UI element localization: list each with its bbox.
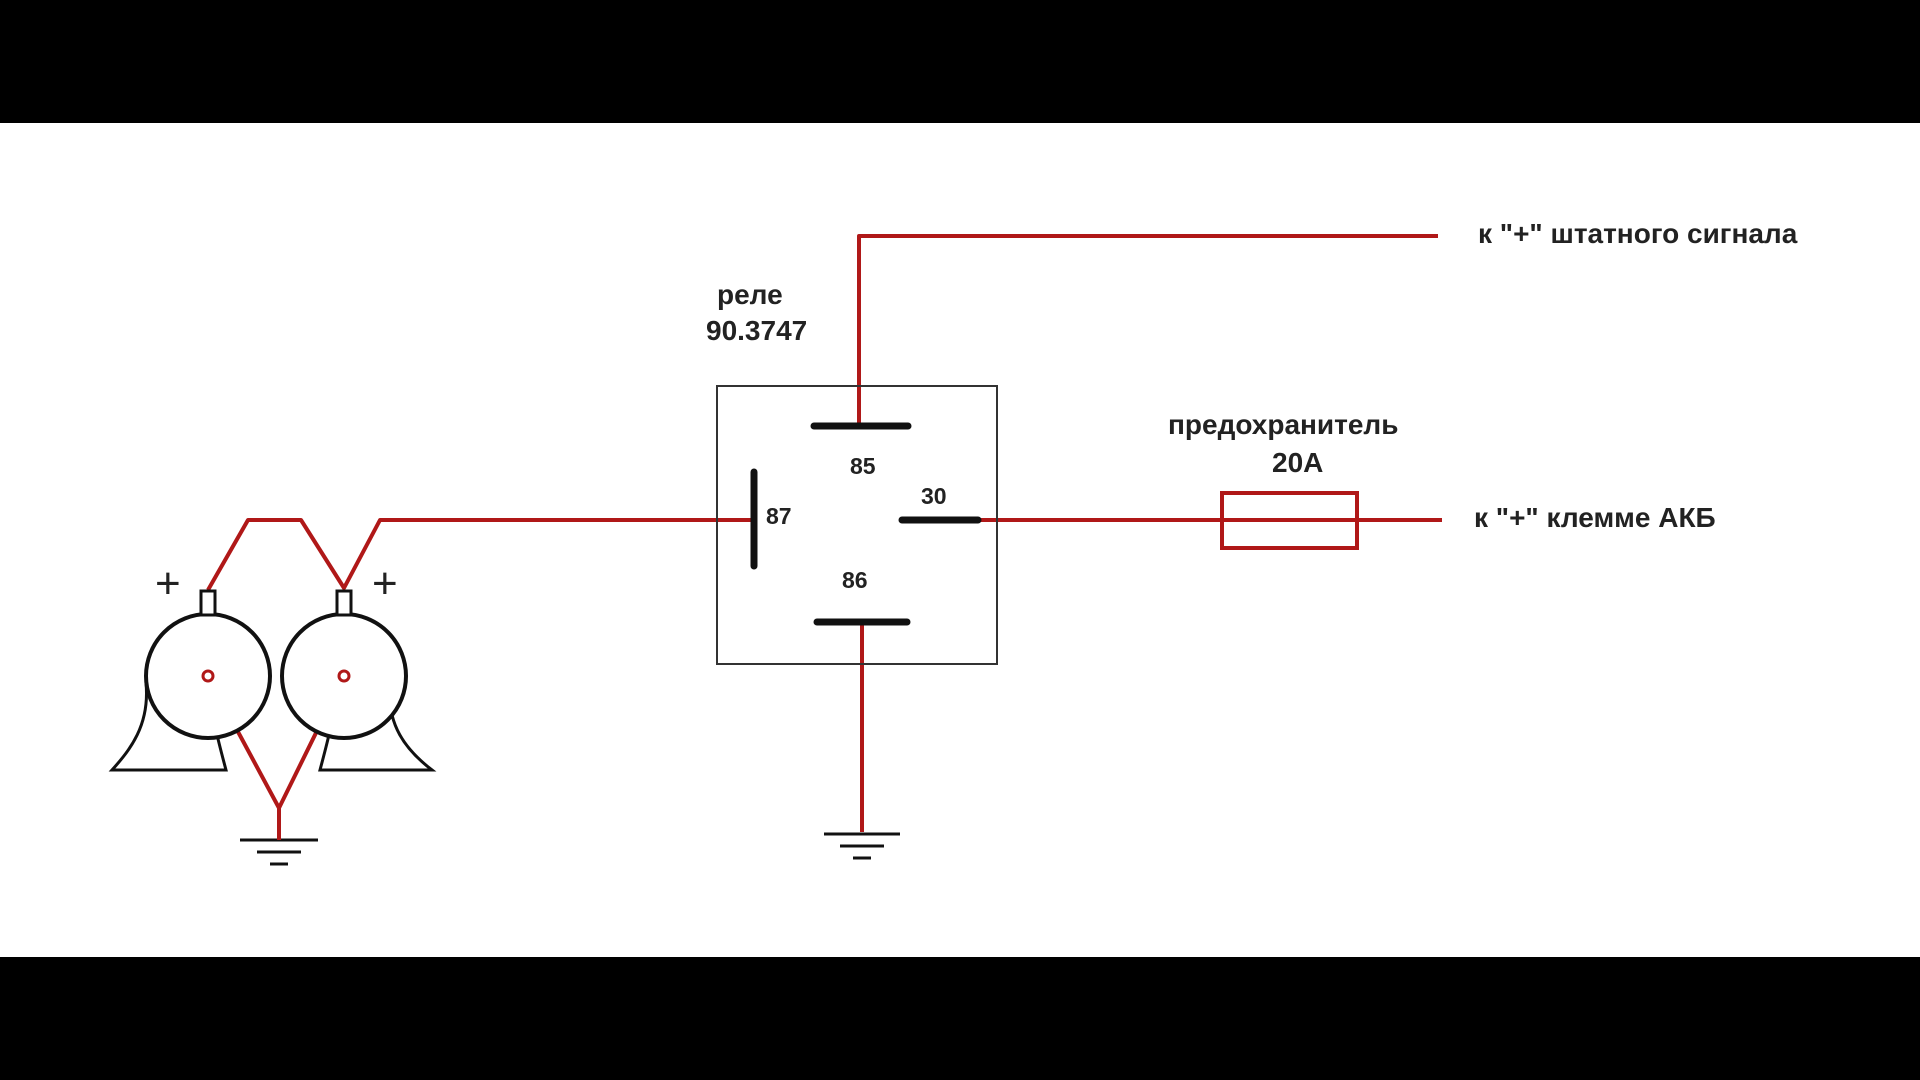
fuse: предохранитель 20А (1168, 409, 1398, 550)
horn-left-body (144, 612, 272, 740)
diagram-canvas (0, 123, 1920, 957)
battery-connection-label: к "+" клемме АКБ (1474, 502, 1716, 533)
horn-right-terminal (335, 589, 353, 617)
signal-connection-label: к "+" штатного сигнала (1478, 218, 1798, 249)
relay-title: реле (717, 279, 783, 310)
relay-pin-87-label: 87 (766, 503, 792, 529)
horn-left-center (201, 669, 215, 683)
fuse-rating: 20А (1272, 447, 1323, 478)
top-letterbox (0, 0, 1920, 123)
horn-right: + (280, 559, 437, 772)
horn-right-plus-label: + (372, 559, 398, 608)
relay-pin-86-label: 86 (842, 567, 868, 593)
horn-right-center (337, 669, 351, 683)
horn-right-body (280, 612, 408, 740)
bottom-letterbox (0, 957, 1920, 1080)
wire-pin87-to-horns (206, 518, 752, 591)
wire-pin85-to-signal (857, 234, 1438, 426)
relay: реле 90.3747 85 86 87 30 (706, 279, 998, 665)
horn-left-terminal (199, 589, 217, 617)
relay-body (716, 385, 998, 665)
fuse-title: предохранитель (1168, 409, 1398, 440)
horn-left-plus-label: + (155, 559, 181, 608)
relay-pin-85-label: 85 (850, 453, 876, 479)
relay-pin-30-label: 30 (921, 483, 947, 509)
ground-icon (824, 832, 900, 860)
relay-model: 90.3747 (706, 315, 807, 346)
horn-left: + (108, 559, 272, 772)
